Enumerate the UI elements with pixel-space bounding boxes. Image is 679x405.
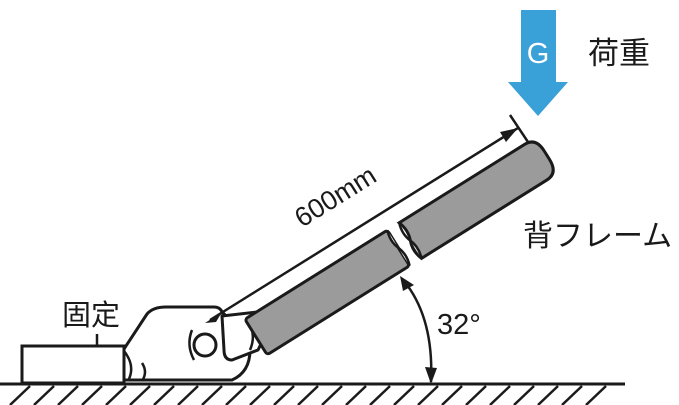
- fixed-label: 固定: [62, 298, 120, 332]
- hatch-line: [513, 385, 535, 405]
- length-dimension: [205, 114, 530, 323]
- ground-hatching: [9, 385, 607, 405]
- hatch-line: [225, 385, 247, 405]
- hatch-line: [465, 385, 487, 405]
- hatch-line: [153, 385, 175, 405]
- hatch-line: [57, 385, 79, 405]
- angle-arc: [403, 280, 433, 383]
- hatch-line: [105, 385, 127, 405]
- hatch-line: [441, 385, 463, 405]
- hatch-line: [369, 385, 391, 405]
- back-frame-segment-upper: [396, 140, 555, 261]
- hatch-line: [81, 385, 103, 405]
- hinge-plate-curve-2: [140, 362, 147, 382]
- dimension-extension-line: [508, 114, 530, 143]
- dimension-arrow-bottom: [205, 312, 222, 323]
- load-arrow-shape: [508, 10, 568, 116]
- dimension-line: [209, 126, 519, 322]
- hatch-line: [273, 385, 295, 405]
- break-mark-right: [397, 222, 423, 259]
- back-frame: [244, 140, 555, 356]
- load-arrow: [508, 10, 568, 116]
- load-label: 荷重: [588, 36, 650, 72]
- hatch-line: [177, 385, 199, 405]
- pivot-pin: [192, 332, 218, 358]
- ground: [0, 382, 625, 405]
- hinge-plate-curve: [123, 350, 133, 382]
- angle-arrow-bottom: [425, 367, 437, 384]
- hatch-line: [249, 385, 271, 405]
- angle-label: 32°: [437, 309, 481, 341]
- hatch-line: [561, 385, 583, 405]
- fixed-block: [20, 344, 126, 385]
- hatch-line: [537, 385, 559, 405]
- hatch-line: [129, 385, 151, 405]
- back-frame-segment-lower: [244, 229, 410, 356]
- hatch-line: [489, 385, 511, 405]
- hatch-line: [33, 385, 55, 405]
- back-frame-label: 背フレーム: [523, 219, 672, 254]
- angle-arrow-top: [400, 276, 414, 291]
- hatch-line: [321, 385, 343, 405]
- dimension-arrow-top: [500, 128, 518, 142]
- angle-dimension: [400, 276, 437, 384]
- hatch-line: [345, 385, 367, 405]
- load-symbol: G: [527, 38, 550, 70]
- hatch-line: [297, 385, 319, 405]
- hatch-line: [585, 385, 607, 405]
- pivot-ring: [188, 329, 196, 361]
- hatch-line: [393, 385, 415, 405]
- hatch-line: [417, 385, 439, 405]
- hatch-line: [9, 385, 31, 405]
- hatch-line: [201, 385, 223, 405]
